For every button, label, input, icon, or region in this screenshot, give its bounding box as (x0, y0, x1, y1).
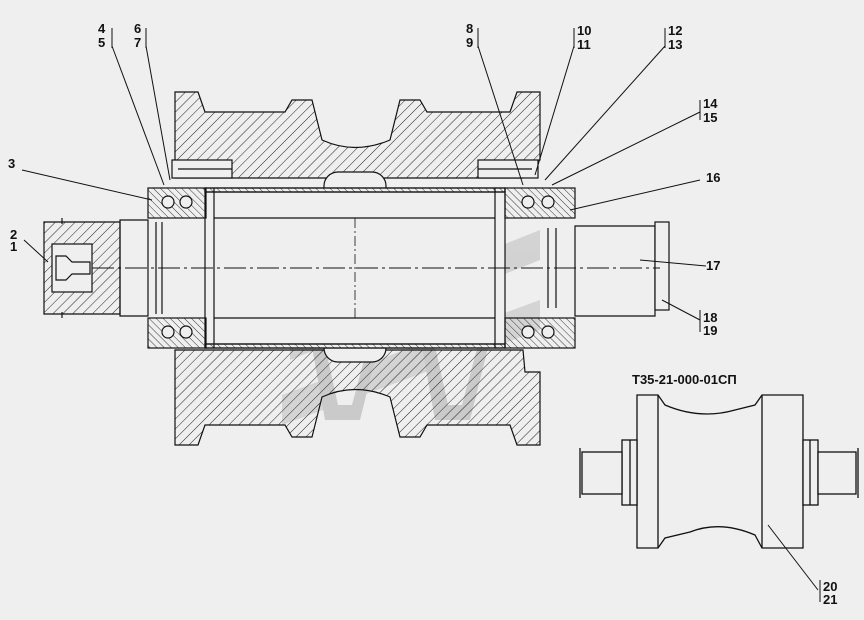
callout-5: 5 (98, 35, 105, 50)
roller-section-view (43, 91, 670, 446)
callout-20: 20 (823, 579, 837, 594)
upper-rim (174, 91, 541, 179)
callout-12: 12 (668, 23, 682, 38)
callout-labels: 4 5 6 7 3 2 1 8 9 10 11 12 13 14 15 16 1… (8, 21, 837, 607)
right-shaft-end (574, 225, 656, 317)
callout-6: 6 (134, 21, 141, 36)
callout-11: 11 (577, 37, 591, 52)
callout-16: 16 (706, 170, 720, 185)
callout-19: 19 (703, 323, 717, 338)
callout-2: 2 (10, 227, 17, 242)
leader-lines (21, 28, 821, 602)
callout-15: 15 (703, 110, 717, 125)
roller-exterior-view (579, 394, 859, 549)
callout-18: 18 (703, 310, 717, 325)
callout-7: 7 (134, 35, 141, 50)
callout-1: 1 (10, 239, 17, 254)
callout-21: 21 (823, 592, 837, 607)
callout-9: 9 (466, 35, 473, 50)
callout-10: 10 (577, 23, 591, 38)
callout-14: 14 (703, 96, 718, 111)
callout-3: 3 (8, 156, 15, 171)
callout-8: 8 (466, 21, 473, 36)
drawing-title: Т35-21-000-01СП (632, 372, 737, 387)
callout-4: 4 (98, 21, 106, 36)
lower-rim (174, 349, 541, 446)
callout-17: 17 (706, 258, 720, 273)
callout-13: 13 (668, 37, 682, 52)
